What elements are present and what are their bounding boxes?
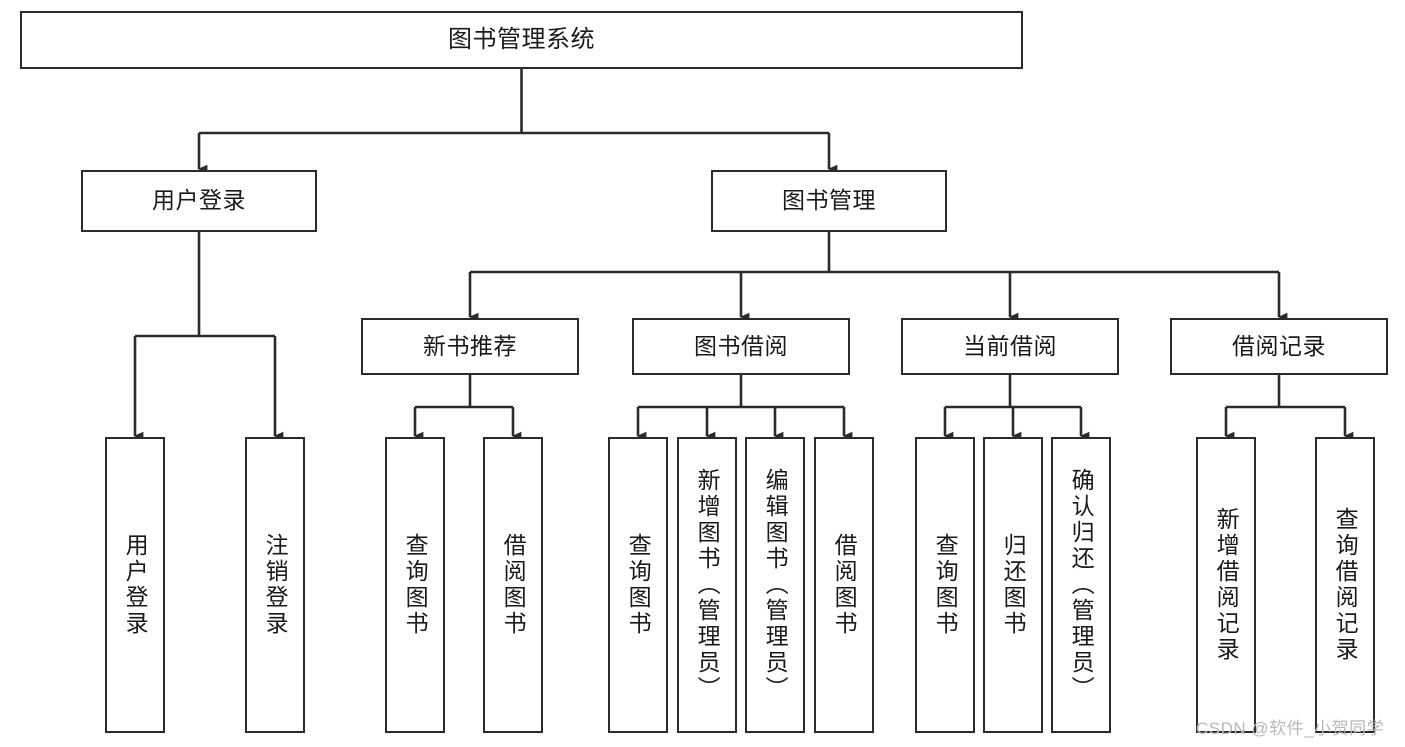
node-leaf-query-2[interactable]: 查询图书 (608, 437, 668, 733)
node-leaf-login[interactable]: 用户登录 (105, 437, 165, 733)
node-leaf-return[interactable]: 归还图书 (983, 437, 1043, 733)
node-label: 查询图书 (625, 533, 652, 637)
node-label: 图书借阅 (694, 332, 788, 359)
node-label: 查询借阅记录 (1332, 507, 1359, 663)
node-leaf-add-rec[interactable]: 新增借阅记录 (1196, 437, 1256, 733)
node-label: 图书管理系统 (448, 25, 595, 53)
node-leaf-query-3[interactable]: 查询图书 (915, 437, 975, 733)
node-new-book-rec[interactable]: 新书推荐 (361, 318, 579, 375)
node-leaf-query-1[interactable]: 查询图书 (385, 437, 445, 733)
node-label: 查询图书 (932, 533, 959, 637)
node-label: 新增图书（管理员） (694, 468, 721, 702)
node-label: 用户登录 (152, 187, 246, 214)
node-label: 新书推荐 (423, 332, 517, 359)
node-leaf-query-rec[interactable]: 查询借阅记录 (1315, 437, 1375, 733)
node-label: 新增借阅记录 (1213, 507, 1240, 663)
node-label: 归还图书 (1000, 533, 1027, 637)
node-book-manage[interactable]: 图书管理 (711, 170, 947, 232)
node-label: 确认归还（管理员） (1068, 468, 1095, 702)
node-label: 查询图书 (402, 533, 429, 637)
node-current-borrow[interactable]: 当前借阅 (901, 318, 1119, 375)
node-label: 借阅记录 (1232, 332, 1326, 359)
node-label: 图书管理 (782, 187, 876, 214)
node-label: 注销登录 (262, 533, 289, 637)
node-leaf-borrow-1[interactable]: 借阅图书 (483, 437, 543, 733)
node-label: 借阅图书 (831, 533, 858, 637)
node-root[interactable]: 图书管理系统 (20, 11, 1023, 69)
edge-group (133, 69, 1354, 441)
node-book-borrow[interactable]: 图书借阅 (632, 318, 850, 375)
node-leaf-edit-book[interactable]: 编辑图书（管理员） (745, 437, 805, 733)
node-leaf-logout[interactable]: 注销登录 (245, 437, 305, 733)
node-borrow-record[interactable]: 借阅记录 (1170, 318, 1388, 375)
node-leaf-borrow-2[interactable]: 借阅图书 (814, 437, 874, 733)
node-label: 用户登录 (122, 533, 149, 637)
node-user-login[interactable]: 用户登录 (81, 170, 317, 232)
watermark-text: CSDN @软件_小贺同学 (1196, 719, 1385, 738)
node-label: 编辑图书（管理员） (762, 468, 789, 702)
node-label: 借阅图书 (500, 533, 527, 637)
node-leaf-add-book[interactable]: 新增图书（管理员） (677, 437, 737, 733)
node-label: 当前借阅 (963, 332, 1057, 359)
node-leaf-confirm[interactable]: 确认归还（管理员） (1051, 437, 1111, 733)
